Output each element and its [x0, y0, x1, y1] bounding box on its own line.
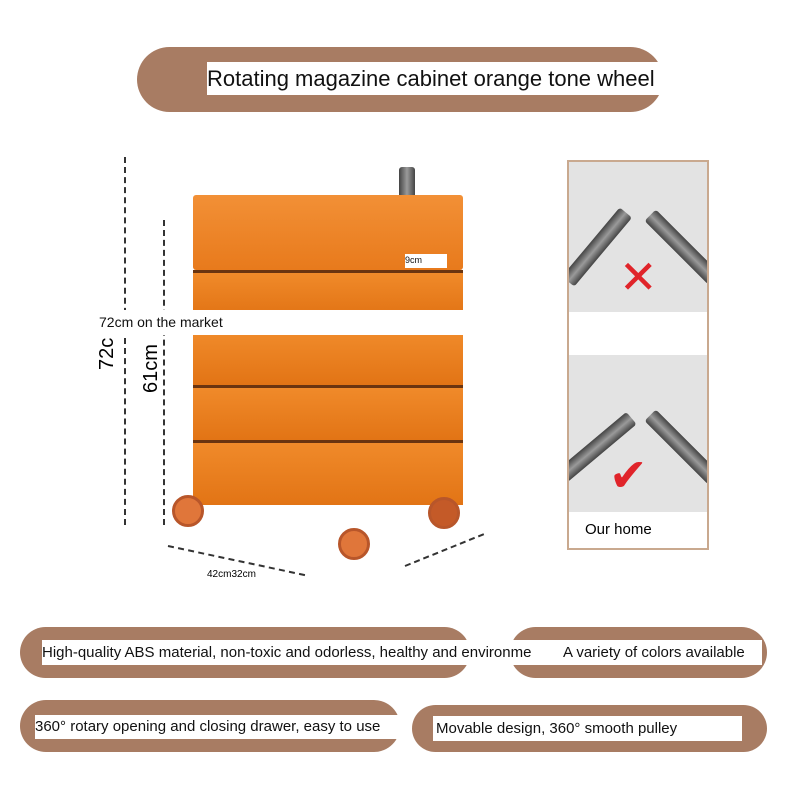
drawer-height-label: 9cm	[405, 254, 447, 268]
drawer	[193, 330, 463, 385]
feature-text: 360° rotary opening and closing drawer, …	[35, 715, 403, 739]
market-note: 72cm on the market	[95, 310, 463, 335]
feature-text: High-quality ABS material, non-toxic and…	[42, 640, 563, 665]
feature-text: Movable design, 360° smooth pulley	[433, 716, 742, 741]
good-rod-right	[644, 409, 707, 485]
height-dimension-line	[124, 157, 126, 525]
wheel	[338, 528, 370, 560]
check-icon: ✔	[609, 449, 648, 501]
cross-icon: ✕	[619, 251, 658, 303]
body-dimension-line	[163, 220, 165, 525]
title-text: Rotating magazine cabinet orange tone wh…	[207, 62, 679, 95]
good-label: Our home	[569, 512, 707, 548]
drawer	[193, 385, 463, 440]
drawer	[193, 270, 463, 315]
comparison-panel: ✕ ✔ Our home	[567, 160, 709, 550]
blank-label	[569, 312, 707, 355]
wheel	[428, 497, 460, 529]
feature-text: A variety of colors available	[563, 640, 762, 665]
wheel	[172, 495, 204, 527]
body-height-label: 61cm	[140, 344, 162, 393]
total-height-label: 72c	[96, 337, 118, 370]
drawer	[193, 440, 463, 505]
base-label: 42cm32cm	[207, 569, 256, 580]
depth-dimension-line	[404, 533, 485, 567]
